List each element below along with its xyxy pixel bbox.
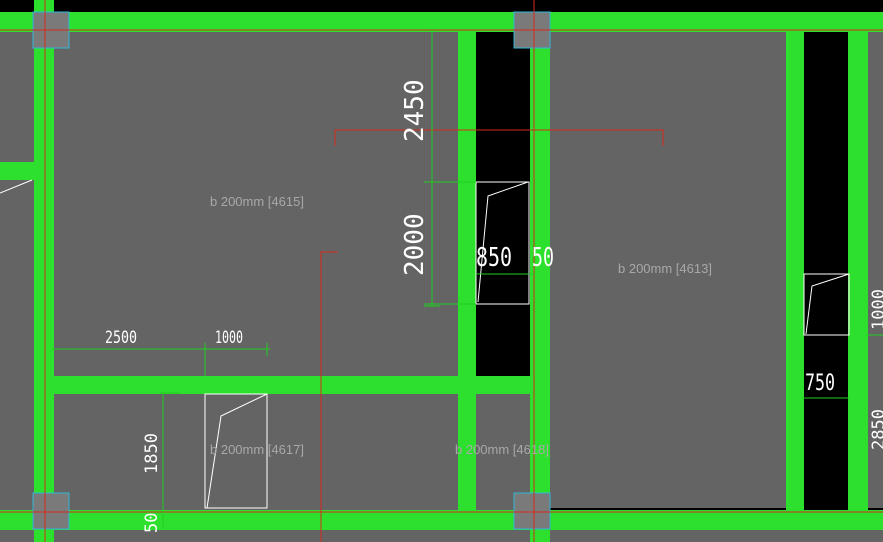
top-black-strip (70, 0, 513, 12)
openings (0, 179, 850, 509)
column-bottom-center (513, 492, 551, 530)
dimension-lines (52, 30, 883, 528)
shaft-right (802, 30, 850, 508)
dimension-text-group: 2450 2000 850 50 2500 1000 1850 50 750 1… (105, 79, 883, 533)
slab-4617 (52, 392, 460, 512)
top-black-strip-right (551, 0, 883, 12)
opening-right (803, 273, 850, 336)
opening-center (475, 181, 530, 305)
axis-section-mark (320, 251, 338, 542)
slab-right-edge (866, 30, 883, 508)
wall-left-stub (0, 162, 36, 180)
slab-bottom-strip (0, 528, 883, 542)
dim-text-750: 750 (805, 371, 835, 396)
opening-bottom (204, 393, 268, 509)
slab-label-4618: b 200mm [4618] (455, 442, 549, 457)
slab-4615 (52, 30, 460, 378)
wall-top (0, 12, 883, 32)
wall-left (34, 0, 54, 542)
slab-label-group: b 200mm [4615] b 200mm [4613] b 200mm [4… (210, 194, 712, 457)
dim-text-2450: 2450 (400, 79, 430, 142)
wall-center-right (530, 30, 550, 542)
wall-right-a (786, 30, 804, 510)
dim-text-2500: 2500 (105, 328, 137, 348)
opening-right-mark (805, 273, 850, 335)
shaft-center (474, 30, 532, 378)
slab-label-4613: b 200mm [4613] (618, 261, 712, 276)
dim-text-2000: 2000 (400, 213, 430, 276)
opening-left-edge-mark (0, 179, 33, 194)
dim-text-850: 850 (476, 243, 512, 273)
opening-bottom-mark (206, 393, 268, 509)
wall-mid-horizontal (52, 376, 532, 394)
slab-4618 (474, 392, 532, 512)
dim-text-50-center: 50 (532, 243, 554, 273)
dim-text-1000-right: 1000 (869, 289, 883, 330)
wall-right-b (848, 30, 868, 510)
slab-label-4615: b 200mm [4615] (210, 194, 304, 209)
slab-4613 (548, 30, 788, 508)
shafts (70, 0, 883, 508)
slab-far-left (0, 30, 36, 542)
wall-bottom (0, 510, 883, 530)
axis-bracket (334, 129, 664, 146)
dim-text-1850: 1850 (142, 433, 162, 474)
slab-label-4617: b 200mm [4617] (210, 442, 304, 457)
slab-areas (0, 30, 883, 542)
dim-text-1000: 1000 (215, 328, 243, 348)
dim-text-50-bottom: 50 (142, 513, 162, 533)
dim-text-2850-right: 2850 (869, 409, 883, 450)
wall-center-left (458, 30, 476, 510)
opening-center-mark (477, 181, 529, 303)
column-bottom-left (32, 492, 70, 530)
